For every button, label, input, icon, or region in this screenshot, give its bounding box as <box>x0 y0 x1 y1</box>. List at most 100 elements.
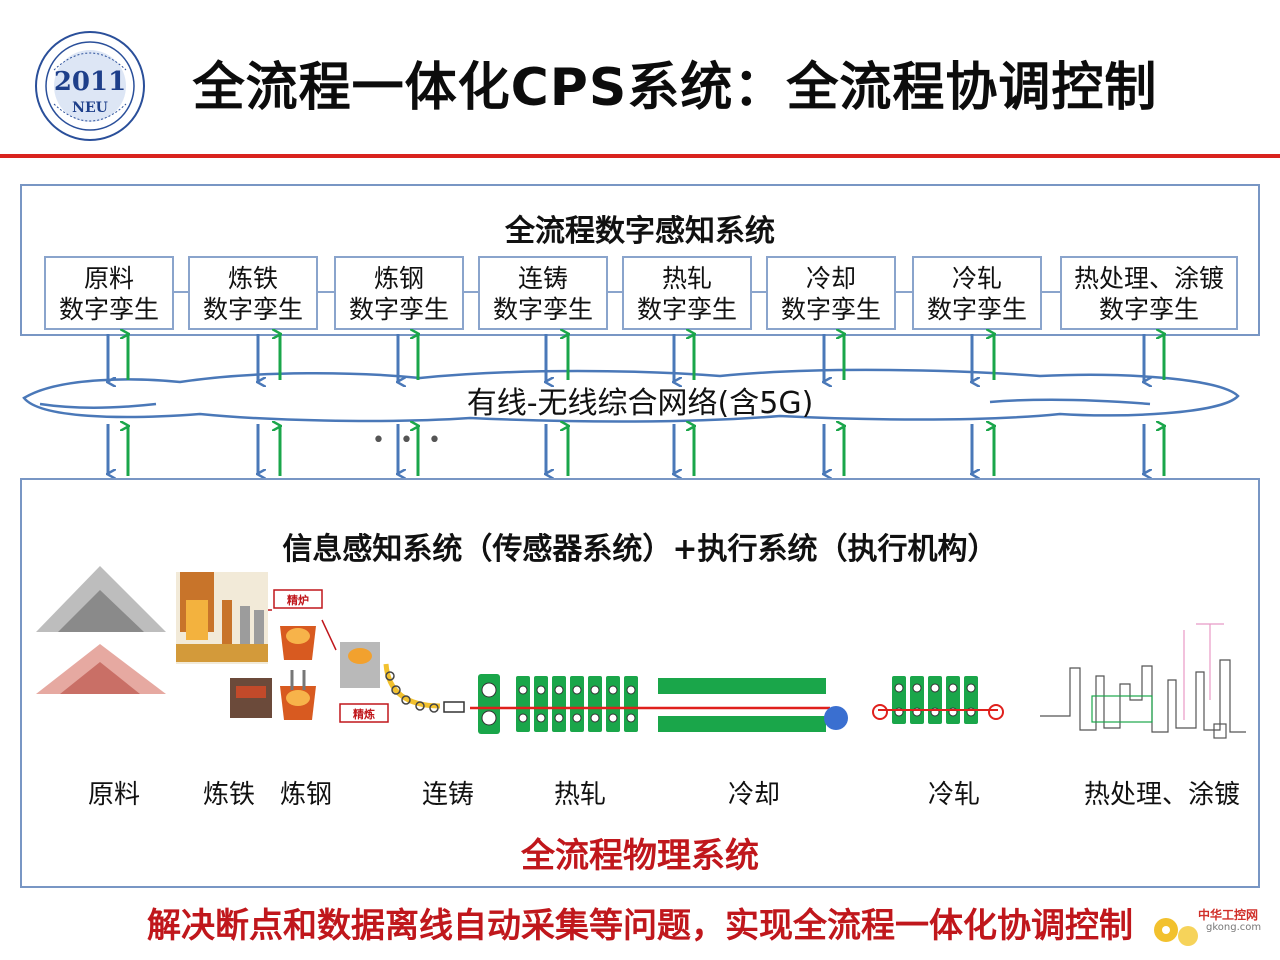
twin-box-cold-rolling: 冷轧 数字孪生 <box>912 256 1042 330</box>
stage-label-raw-material: 原料 <box>88 780 141 810</box>
twin-name: 连铸 <box>517 264 568 293</box>
work-roll <box>554 685 564 695</box>
cooling-section-upper <box>658 678 826 694</box>
stage-label-heat-treatment-coating: 热处理、涂镀 <box>1084 780 1241 810</box>
finishing-stand <box>534 676 548 732</box>
watermark-name: 中华工控网 <box>1198 908 1259 922</box>
roughing-stand-icon <box>478 674 500 734</box>
twin-suffix: 数字孪生 <box>1098 295 1199 324</box>
page-title: 全流程一体化CPS系统：全流程协调控制 <box>192 58 1158 118</box>
cold-work-roll <box>966 683 976 693</box>
converter-main-icon <box>280 670 316 720</box>
cold-work-roll <box>894 683 904 693</box>
raw-material-pile-gray <box>36 566 166 632</box>
work-roll <box>572 713 582 723</box>
twin-box-ironmaking: 炼铁 数字孪生 <box>188 256 318 330</box>
twin-suffix: 数字孪生 <box>202 295 303 324</box>
finishing-stand <box>606 676 620 732</box>
cold-stand <box>964 676 978 724</box>
twin-connectors <box>174 291 1060 293</box>
twin-suffix: 数字孪生 <box>926 295 1027 324</box>
twin-box-steelmaking: 炼钢 数字孪生 <box>334 256 464 330</box>
twin-name: 原料 <box>83 264 134 293</box>
twin-box-cooling: 冷却 数字孪生 <box>766 256 896 330</box>
conclusion-text: 解决断点和数据离线自动采集等问题，实现全流程一体化协调控制 <box>147 906 1133 946</box>
network-cloud <box>22 368 1240 423</box>
work-roll <box>608 685 618 695</box>
twin-box-continuous-casting: 连铸 数字孪生 <box>478 256 608 330</box>
physical-system-caption: 全流程物理系统 <box>521 836 759 876</box>
finishing-mill-stands <box>516 676 638 732</box>
work-roll <box>590 685 600 695</box>
converter-refining-icon: 精炉 <box>273 589 323 660</box>
finishing-stand <box>552 676 566 732</box>
twin-name: 热轧 <box>661 264 712 293</box>
twin-suffix: 数字孪生 <box>58 295 159 324</box>
cold-work-roll <box>930 683 940 693</box>
stage-label-cooling: 冷却 <box>728 780 781 810</box>
blast-furnace-icon <box>176 572 268 664</box>
gkong-watermark-logo <box>1154 918 1198 946</box>
watermark-url: gkong.com <box>1206 922 1262 933</box>
cold-stand <box>910 676 924 724</box>
logo-abbr: NEU <box>72 100 108 116</box>
finishing-stand <box>516 676 530 732</box>
work-roll <box>536 685 546 695</box>
stage-label-ironmaking: 炼铁 <box>203 780 256 810</box>
finishing-stand <box>588 676 602 732</box>
cold-work-roll <box>912 683 922 693</box>
stage-label-cold-rolling: 冷轧 <box>928 780 981 810</box>
finishing-stand <box>624 676 638 732</box>
physical-system-heading: 信息感知系统（传感器系统）+执行系统（执行机构） <box>282 532 998 567</box>
cooling-section-lower <box>658 716 826 732</box>
work-roll <box>536 713 546 723</box>
continuous-caster-icon <box>383 663 465 713</box>
work-roll <box>608 713 618 723</box>
work-roll <box>518 685 528 695</box>
cold-work-roll <box>948 683 958 693</box>
uncoiler-icon <box>872 704 888 720</box>
logo-year: 2011 <box>54 67 126 97</box>
twin-name: 冷却 <box>805 264 856 293</box>
twin-suffix: 数字孪生 <box>636 295 737 324</box>
furnace-tag: 精炉 <box>287 593 309 607</box>
cold-stand <box>892 676 906 724</box>
cold-stand <box>928 676 942 724</box>
stage-label-hot-rolling: 热轧 <box>554 780 607 810</box>
network-layer <box>22 0 1240 480</box>
twin-box-heat-treatment-coating: 热处理、涂镀 数字孪生 <box>1060 256 1238 330</box>
twin-box-raw-material: 原料 数字孪生 <box>44 256 174 330</box>
twin-name: 炼钢 <box>373 264 424 293</box>
twin-name: 冷轧 <box>951 264 1002 293</box>
work-roll <box>572 685 582 695</box>
data-flow-arrows <box>108 334 1164 476</box>
digital-system-heading: 全流程数字感知系统 <box>505 214 775 249</box>
work-roll <box>626 685 636 695</box>
raw-material-pile-red <box>36 644 166 694</box>
twin-name: 热处理、涂镀 <box>1073 264 1224 293</box>
work-roll <box>590 713 600 723</box>
network-ellipsis: • • • <box>372 428 445 453</box>
coiler-icon <box>824 706 848 730</box>
finishing-stand <box>570 676 584 732</box>
heat-treatment-line-icon <box>1040 623 1246 739</box>
physical-system-panel <box>20 478 1260 888</box>
work-roll <box>626 713 636 723</box>
work-roll <box>518 713 528 723</box>
twin-suffix: 数字孪生 <box>780 295 881 324</box>
cold-mill-stands <box>892 676 978 724</box>
ladle-refining-icon: 精炼 <box>339 642 389 723</box>
network-label: 有线-无线综合网络(含5G) <box>466 386 814 421</box>
twin-name: 炼铁 <box>227 264 278 293</box>
recoiler-icon <box>988 704 1004 720</box>
cold-stand <box>946 676 960 724</box>
iron-photo-icon <box>230 678 272 718</box>
twin-suffix: 数字孪生 <box>492 295 593 324</box>
refining-tag: 精炼 <box>353 707 375 721</box>
neu-2011-logo: 2011 NEU <box>35 31 145 141</box>
title-divider <box>0 154 1280 158</box>
stage-label-steelmaking: 炼钢 <box>280 780 333 810</box>
work-roll <box>554 713 564 723</box>
twin-suffix: 数字孪生 <box>348 295 449 324</box>
